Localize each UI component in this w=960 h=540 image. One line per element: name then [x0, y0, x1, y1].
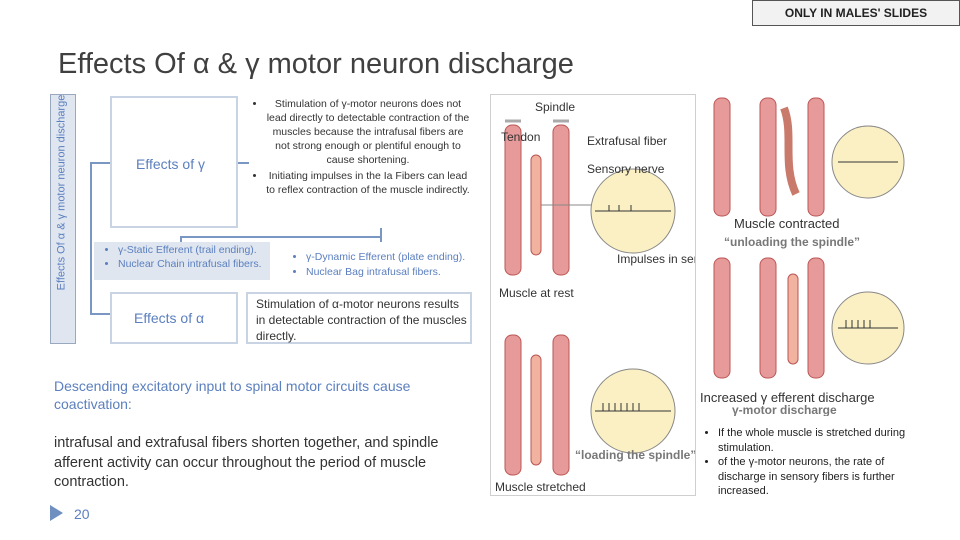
contracted-fibers [713, 97, 825, 217]
vertical-label-panel [50, 94, 76, 344]
spindle-diagram-left: Spindle Tendon Extrafusal fiber Sensory … [495, 100, 757, 494]
alpha-box-label: Effects of α [134, 310, 205, 326]
increased-fibers [713, 257, 825, 379]
spindle-diagram-right: Muscle contracted “unloading the spindle… [700, 97, 905, 417]
static-efferent-item: Nuclear Chain intrafusal fibers. [118, 257, 268, 271]
static-efferent-box [94, 242, 270, 280]
page-arrow-icon [50, 505, 63, 521]
extrafusal-label: Extrafusal fiber [587, 134, 667, 148]
males-only-badge: ONLY IN MALES' SLIDES [752, 0, 960, 26]
tendon-label: Tendon [501, 130, 540, 144]
muscle-stretched-label: Muscle stretched [495, 480, 586, 494]
extrafusal-fibers-stretched [504, 334, 570, 476]
vertical-label: Effects Of α & γ motor neuron discharge [55, 94, 68, 291]
stretch-notes: If the whole muscle is stretched during … [704, 426, 914, 499]
muscle-spindle-figure-right: Muscle contracted “unloading the spindle… [698, 94, 908, 417]
static-efferent-item: γ-Static Efferent (trail ending). [118, 243, 268, 257]
alpha-effects-box: Effects of α [110, 292, 238, 344]
muscle-rest-label: Muscle at rest [499, 286, 574, 300]
unloading-spindle-label: “unloading the spindle” [724, 235, 860, 249]
impulses-label: Impulses in sensory nerve [617, 252, 695, 266]
page-number: 20 [74, 506, 90, 522]
note-item: of the γ-motor neurons, the rate of disc… [718, 455, 914, 499]
alpha-effect-box: Stimulation of α-motor neurons results i… [246, 292, 472, 344]
spindle-label: Spindle [535, 100, 575, 114]
connector-split-left [180, 236, 182, 244]
note-item: If the whole muscle is stretched during … [718, 426, 914, 455]
slide-title: Effects Of α & γ motor neuron discharge [58, 48, 574, 80]
alpha-effect-text: Stimulation of α-motor neurons results i… [256, 297, 467, 343]
connector-split [180, 236, 382, 238]
dynamic-efferent-item: Nuclear Bag intrafusal fibers. [306, 265, 472, 280]
coactivation-text: Descending excitatory input to spinal mo… [54, 378, 411, 412]
dynamic-efferent-item: γ-Dynamic Efferent (plate ending). [306, 250, 472, 265]
connector-down [380, 228, 382, 242]
gamma-effects-box: Effects of γ [110, 96, 238, 228]
loading-spindle-label: “loading the spindle” [575, 448, 695, 462]
gamma-effects-text: Stimulation of γ-motor neurons does not … [252, 97, 470, 197]
increased-discharge-label: Increased γ efferent discharge [700, 390, 875, 405]
connector-gamma [90, 162, 110, 164]
extrafusal-fibers-rest [504, 119, 570, 276]
dynamic-efferent-text: γ-Dynamic Efferent (plate ending). Nucle… [292, 250, 472, 280]
gamma-box-label: Effects of γ [136, 156, 205, 172]
connector-alpha [90, 313, 110, 315]
muscle-spindle-figure-left: Spindle Tendon Extrafusal fiber Sensory … [490, 94, 757, 496]
gamma-effect-item: Initiating impulses in the Ia Fibers can… [266, 169, 470, 197]
gamma-motor-label: γ-motor discharge [732, 403, 837, 416]
sensory-nerve-label: Sensory nerve [587, 162, 665, 176]
static-efferent-text: γ-Static Efferent (trail ending). Nuclea… [104, 243, 268, 271]
connector-trunk [90, 162, 92, 314]
shortening-text: intrafusal and extrafusal fibers shorten… [54, 435, 439, 490]
connector-gamma-text [237, 162, 249, 164]
muscle-contracted-label: Muscle contracted [734, 216, 840, 231]
gamma-effect-item: Stimulation of γ-motor neurons does not … [266, 97, 470, 167]
